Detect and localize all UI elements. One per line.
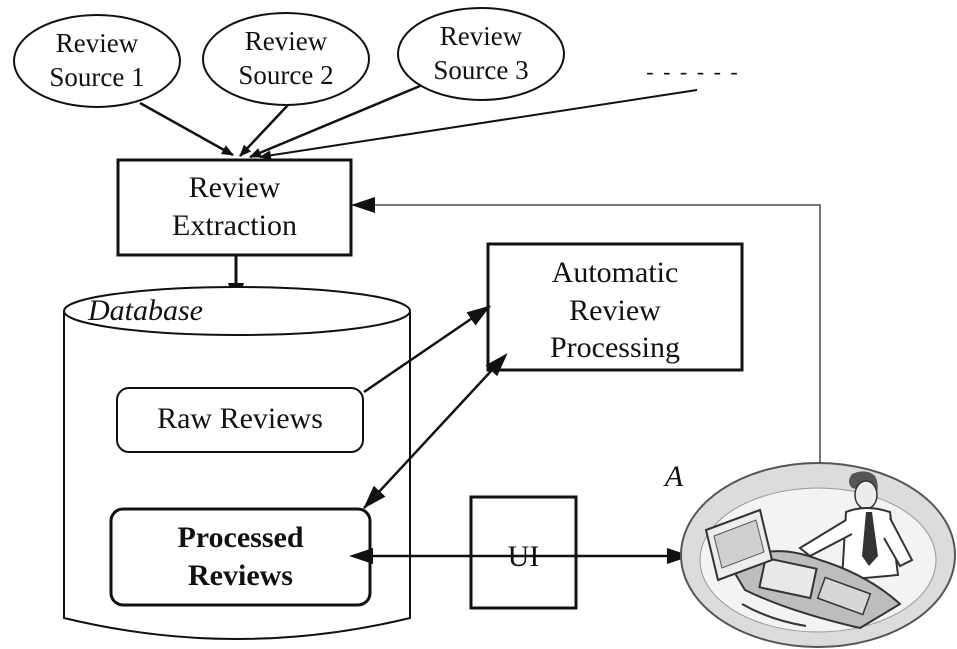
automatic-review-processing-line1: Automatic <box>551 256 679 289</box>
review-source-1-line1: Review <box>55 28 139 58</box>
arrow-processing-processed-reviews <box>363 353 508 509</box>
partial-letter-label: A <box>664 460 684 493</box>
review-extraction-line2: Extraction <box>172 208 297 242</box>
arrow-source3-extraction <box>249 84 421 159</box>
automatic-review-processing-label: Automatic Review Processing <box>488 254 742 367</box>
database-cylinder-top <box>63 286 411 336</box>
review-source-2-label: Review Source 2 <box>226 25 346 93</box>
review-source-3-line1: Review <box>439 21 523 51</box>
review-extraction-label: Review Extraction <box>118 169 351 244</box>
more-sources-ellipsis: - - - - - - <box>646 59 740 84</box>
review-source-2-node <box>202 12 370 106</box>
raw-reviews-box <box>116 387 364 453</box>
database-label: Database <box>88 294 203 327</box>
review-source-3-line2: Source 3 <box>433 54 529 85</box>
user-clipart <box>680 462 956 648</box>
review-extraction-line1: Review <box>188 171 281 204</box>
automatic-review-processing-line2: Review <box>569 293 661 327</box>
processed-reviews-line2: Reviews <box>188 558 293 592</box>
review-source-3-node <box>397 7 565 101</box>
review-source-3-label: Review Source 3 <box>421 20 541 88</box>
review-source-2-line2: Source 2 <box>238 59 334 90</box>
processed-reviews-label: Processed Reviews <box>111 519 370 594</box>
arrow-more-sources-extraction <box>259 89 698 161</box>
review-source-1-label: Review Source 1 <box>37 27 157 95</box>
arrow-source1-extraction <box>139 101 234 157</box>
automatic-review-processing-box <box>486 242 744 372</box>
raw-reviews-label: Raw Reviews <box>157 402 323 435</box>
review-source-1-node <box>13 14 181 108</box>
feedback-line-user-to-extraction <box>351 197 821 475</box>
automatic-review-processing-line3: Processing <box>550 331 680 364</box>
arrow-source2-extraction <box>239 104 289 157</box>
review-source-2-line1: Review <box>244 26 328 56</box>
ui-label: UI <box>507 540 540 573</box>
processed-reviews-line1: Processed <box>177 521 304 554</box>
review-source-1-line2: Source 1 <box>49 61 145 92</box>
